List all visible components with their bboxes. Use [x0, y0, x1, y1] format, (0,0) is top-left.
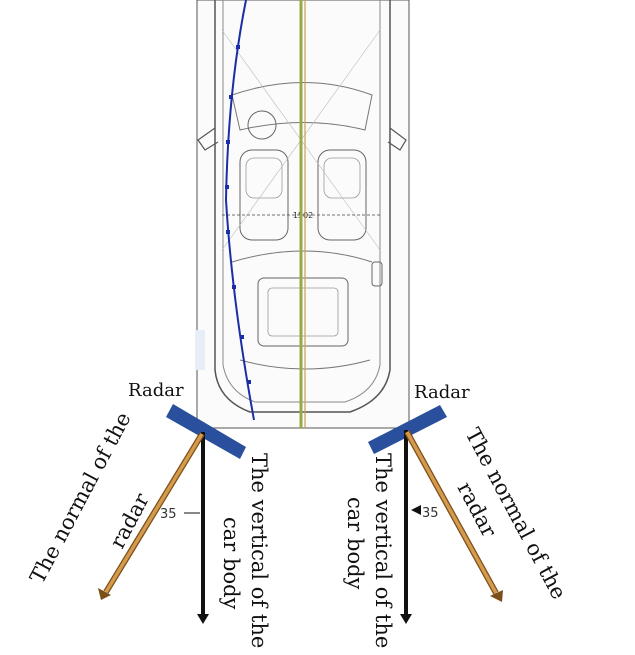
left-normal-arrowhead	[98, 588, 111, 600]
left-radar-label: Radar	[128, 380, 184, 401]
engine-bay	[257, 277, 349, 347]
car-dimension-label: 1502	[293, 211, 313, 220]
right-seat	[317, 149, 367, 241]
right-radar-block	[368, 405, 447, 454]
right-normal-arrow	[405, 431, 498, 594]
right-radar-label: Radar	[414, 382, 470, 403]
right-vertical-arrowhead	[400, 614, 412, 624]
right-angle-marker	[411, 505, 421, 515]
right-vertical-label-line1: The vertical of the	[371, 453, 395, 648]
left-mirror	[197, 127, 219, 151]
left-normal-arrow	[104, 433, 204, 593]
car-body-outline	[214, 0, 391, 413]
right-mirror	[387, 127, 407, 151]
trajectory-curve	[224, 0, 255, 421]
car-drawing-frame	[196, 0, 410, 429]
right-angle-label: 35	[422, 506, 439, 521]
right-vertical-label-line2: car body	[343, 497, 367, 590]
car-drawing: 1502	[195, 0, 410, 429]
trajectory-markers	[225, 45, 251, 384]
windshield	[231, 82, 373, 131]
right-seat-cushion	[323, 157, 361, 199]
watermark-block	[195, 330, 205, 370]
left-vertical-label-line2: car body	[219, 517, 243, 610]
right-normal-arrowhead	[490, 590, 503, 602]
left-vertical-arrowhead	[197, 614, 209, 624]
left-seat	[239, 149, 289, 241]
rear-window	[231, 250, 373, 263]
engine-block	[267, 287, 339, 337]
left-seat-cushion	[245, 157, 283, 199]
left-angle-label: 35	[160, 507, 177, 522]
right-rear-wheel	[371, 261, 383, 287]
left-normal-label-line1: The normal of the	[25, 408, 135, 587]
steering-wheel	[247, 110, 277, 140]
left-radar-block	[166, 404, 246, 459]
left-vertical-label-line1: The vertical of the	[247, 453, 271, 648]
